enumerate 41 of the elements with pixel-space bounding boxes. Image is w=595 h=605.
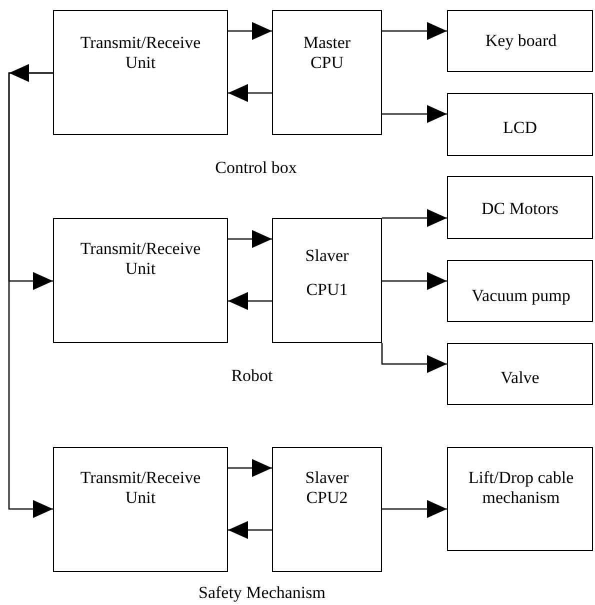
process-box — [447, 260, 593, 322]
process-box — [447, 343, 593, 405]
arrow — [228, 22, 272, 40]
arrow — [382, 500, 447, 518]
node-label: Lift/Drop cable mechanism — [467, 468, 575, 509]
node-label: Key board — [484, 31, 558, 52]
arrow — [382, 22, 447, 40]
node-label: Transmit/Receive Unit — [79, 33, 202, 74]
arrow — [9, 64, 53, 82]
node-label: DC Motors — [480, 199, 560, 220]
node-label: Slaver CPU2 — [304, 468, 350, 509]
arrow — [382, 272, 447, 290]
node-label: Transmit/Receive Unit — [79, 239, 202, 280]
group-label: Control box — [215, 158, 297, 178]
process-box — [53, 10, 228, 135]
process-box — [272, 218, 382, 343]
process-box — [447, 176, 593, 239]
arrow — [381, 343, 447, 373]
node-label: Master CPU — [302, 33, 352, 74]
arrow — [228, 230, 272, 248]
process-box — [53, 218, 228, 343]
arrow — [228, 84, 272, 102]
process-box — [272, 10, 382, 135]
arrow — [228, 459, 272, 477]
node-label: Vacuum pump — [470, 286, 572, 306]
group-label: Robot — [231, 366, 273, 386]
node-label: Transmit/Receive Unit — [79, 468, 202, 509]
process-box — [272, 447, 382, 572]
group-label: Safety Mechanism — [198, 583, 326, 603]
arrow — [228, 292, 272, 310]
process-box — [447, 93, 593, 156]
node-label: LCD — [502, 118, 538, 138]
node-label: Slaver CPU1 — [304, 245, 350, 301]
arrow — [228, 521, 272, 539]
arrow — [8, 72, 53, 518]
arrow — [382, 209, 447, 227]
process-box — [447, 10, 593, 72]
node-label: Valve — [500, 368, 540, 388]
arrow — [382, 105, 447, 123]
process-box — [53, 447, 228, 572]
process-box — [447, 447, 593, 551]
